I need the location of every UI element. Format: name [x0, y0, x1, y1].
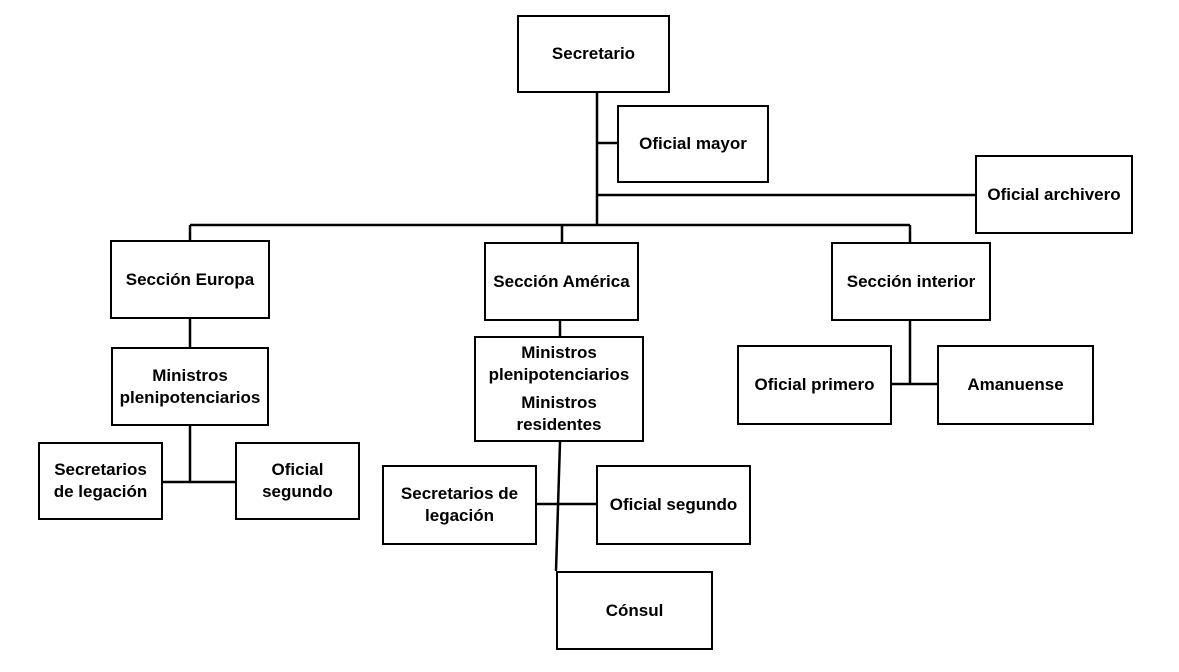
seccion-america-node: Sección América — [484, 242, 639, 321]
europa-oficial-segundo-node: Oficial segundo — [235, 442, 360, 520]
oficial-archivero-node: Oficial archivero — [975, 155, 1133, 234]
oficial-mayor-label: Oficial mayor — [639, 134, 747, 153]
america-ministros-plen-line-1: Ministros — [521, 343, 597, 362]
america-secretarios-line-2: legación — [425, 506, 494, 525]
europa-oficial-segundo-line-1: Oficial — [271, 460, 324, 479]
america-ministros-plen-line-2: plenipotenciarios — [488, 365, 630, 384]
europa-oficial-segundo-line-2: segundo — [262, 482, 333, 501]
oficial-mayor-node: Oficial mayor — [617, 105, 769, 183]
europa-secretarios-line-2: de legación — [53, 482, 148, 501]
america-ministros-node: Ministros plenipotenciarios Ministros re… — [474, 336, 644, 442]
europa-secretarios-line-1: Secretarios — [54, 460, 147, 479]
seccion-america-label: Sección América — [493, 271, 630, 291]
america-consul-node: Cónsul — [556, 571, 713, 650]
connector-america-stem — [554, 441, 562, 572]
america-secretarios-node: Secretarios de legación — [382, 465, 537, 545]
interior-amanuense-label: Amanuense — [967, 375, 1064, 394]
seccion-europa-node: Sección Europa — [110, 240, 270, 319]
secretario-node: Secretario — [517, 15, 670, 93]
secretario-label: Secretario — [551, 44, 636, 63]
europa-ministros-line-1: Ministros — [152, 365, 228, 385]
seccion-europa-label: Sección Europa — [125, 269, 255, 289]
europa-ministros-line-2: plenipotenciarios — [119, 387, 261, 407]
seccion-interior-node: Sección interior — [831, 242, 991, 321]
america-secretarios-line-1: Secretarios de — [400, 484, 519, 503]
europa-secretarios-node: Secretarios de legación — [38, 442, 163, 520]
seccion-interior-label: Sección interior — [846, 271, 976, 291]
interior-oficial-primero-node: Oficial primero — [737, 345, 892, 425]
interior-amanuense-node: Amanuense — [937, 345, 1094, 425]
oficial-archivero-label: Oficial archivero — [987, 184, 1121, 204]
america-consul-label: Cónsul — [605, 600, 664, 620]
america-ministros-res-line-2: residentes — [516, 415, 602, 434]
america-oficial-segundo-node: Oficial segundo — [596, 465, 751, 545]
interior-oficial-primero-label: Oficial primero — [754, 375, 875, 394]
america-oficial-segundo-label: Oficial segundo — [609, 495, 738, 514]
america-ministros-res-line-1: Ministros — [521, 393, 597, 412]
europa-ministros-node: Ministros plenipotenciarios — [111, 347, 269, 426]
